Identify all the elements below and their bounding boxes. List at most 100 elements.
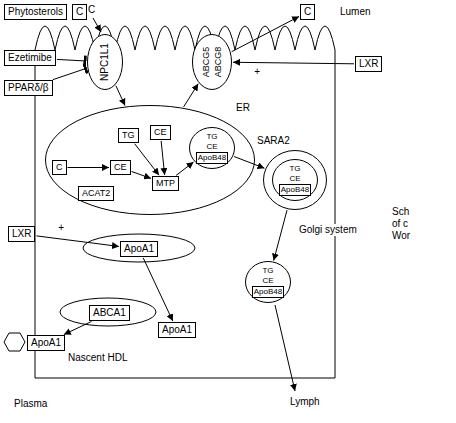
particle-label: Nascent HDL — [68, 352, 127, 364]
transporter: ABCG5ABCG8 — [192, 34, 232, 90]
region-label: Plasma — [14, 398, 47, 410]
protein-box: ApoA1 — [158, 322, 196, 338]
region-label: Lymph — [290, 396, 320, 408]
node-outline — [246, 262, 291, 303]
node-text: LXR — [12, 228, 31, 240]
edge-label: + — [57, 222, 65, 234]
node-text: ABCG8 — [213, 47, 224, 78]
node-outline — [193, 35, 232, 90]
node-text: ABCG5 — [201, 47, 212, 78]
lipoprotein-particle: TGCEApoB48 — [189, 127, 235, 169]
node-text: ApoA1 — [162, 324, 192, 336]
caption-fragment: Wor — [392, 230, 410, 242]
protein-box: ApoA1 — [120, 241, 158, 257]
text-stack: TGCEApoB48 — [245, 261, 291, 303]
molecule-box: C — [52, 160, 67, 175]
node-text: C — [56, 162, 63, 173]
arrow-connector — [274, 210, 287, 261]
regulator-box: LXR — [355, 56, 382, 72]
node-text: Ezetimibe — [8, 52, 52, 64]
transporter-box: ABCA1 — [89, 305, 130, 321]
organelle-label: Golgi system — [298, 224, 358, 236]
drug-box: Ezetimibe — [4, 50, 56, 66]
node-text: ABCA1 — [93, 307, 126, 319]
arrow-connector — [234, 157, 264, 169]
molecule-box: C — [300, 4, 315, 20]
arrow-connector — [143, 258, 173, 321]
node-text: SARA2 — [257, 135, 290, 147]
node-text: CE — [262, 276, 273, 286]
node-text: ApoB48 — [252, 286, 284, 298]
edge-label: + — [253, 66, 261, 78]
enzyme-box: MTP — [152, 176, 179, 191]
regulator-box: PPARδ/β — [4, 80, 53, 96]
node-outline — [264, 151, 327, 210]
node-text: TG — [122, 130, 135, 141]
node-text: NPC1L1 — [99, 43, 111, 81]
node-text: ApoB48 — [196, 152, 228, 164]
node-text: CE — [154, 127, 167, 138]
node-text: Phytosterols — [8, 6, 63, 18]
arrow-connector — [116, 86, 125, 106]
node-outline — [46, 106, 255, 215]
arrow-connector — [131, 171, 151, 178]
lipoprotein-particle: TGCEApoB48 — [272, 159, 318, 201]
node-outline — [88, 35, 123, 90]
region-label: Lumen — [340, 6, 371, 18]
input-box: Phytosterols — [4, 4, 67, 20]
transporter: NPC1L1 — [87, 34, 123, 90]
cell-membrane — [35, 26, 335, 50]
node-text: CE — [114, 162, 127, 173]
uptake-arrow — [93, 18, 101, 32]
node-text: C — [76, 6, 83, 18]
inhibition-line — [57, 59, 85, 60]
text-stack: TGCEApoB48 — [272, 159, 318, 201]
arrow-connector — [161, 141, 164, 175]
node-text: TG — [206, 132, 217, 142]
caption-fragment: of c — [392, 218, 408, 230]
molecule-box: CE — [150, 125, 171, 140]
node-text: C — [304, 6, 311, 18]
membrane-domain — [60, 298, 156, 326]
node-text: CE — [289, 174, 300, 184]
arrow-connector — [184, 84, 199, 107]
regulator-box: LXR — [8, 226, 35, 242]
cell-outline — [35, 50, 335, 378]
inhibition-line — [53, 69, 86, 80]
arrow-connector — [176, 162, 193, 175]
caption-fragment: Sch — [392, 206, 409, 218]
arrow-connector — [36, 236, 119, 247]
molecule-box: CE — [110, 160, 131, 175]
node-text: ApoB48 — [279, 184, 311, 196]
arrow-connector — [135, 144, 159, 175]
node-text: ER — [236, 102, 250, 114]
molecule-label: C — [88, 4, 95, 16]
arrow-connector — [233, 62, 354, 64]
molecule-box: C — [72, 4, 87, 20]
hdl-particle — [4, 333, 25, 351]
node-text: TG — [262, 266, 273, 276]
er-organelle: ER C TG CE CE ACAT2 MTP TGCEApoB48 — [45, 105, 255, 215]
transport-vesicle: SARA2TGCEApoB48 — [263, 150, 327, 210]
lymph-arrow — [275, 305, 295, 391]
chylomicron-particle: TGCEApoB48 — [245, 261, 291, 303]
node-text: PPARδ/β — [8, 82, 49, 94]
node-text: MTP — [156, 178, 175, 189]
node-outline — [190, 128, 235, 169]
node-outline — [273, 160, 318, 201]
arrow-connector — [68, 167, 110, 168]
node-text: TG — [289, 164, 300, 174]
node-text: ApoA1 — [124, 243, 154, 255]
node-text: ACAT2 — [82, 188, 110, 199]
arrow-connector — [232, 16, 299, 51]
enzyme-box: ACAT2 — [78, 186, 114, 201]
protein-box: ApoA1 — [27, 335, 65, 351]
node-text: LXR — [359, 58, 378, 70]
text-stack: TGCEApoB48 — [189, 127, 235, 169]
apoa1-vesicle — [83, 234, 195, 262]
node-outline — [192, 34, 232, 90]
node-text: ApoA1 — [31, 337, 61, 349]
arrow-connector — [64, 321, 92, 334]
molecule-box: TG — [118, 128, 139, 143]
